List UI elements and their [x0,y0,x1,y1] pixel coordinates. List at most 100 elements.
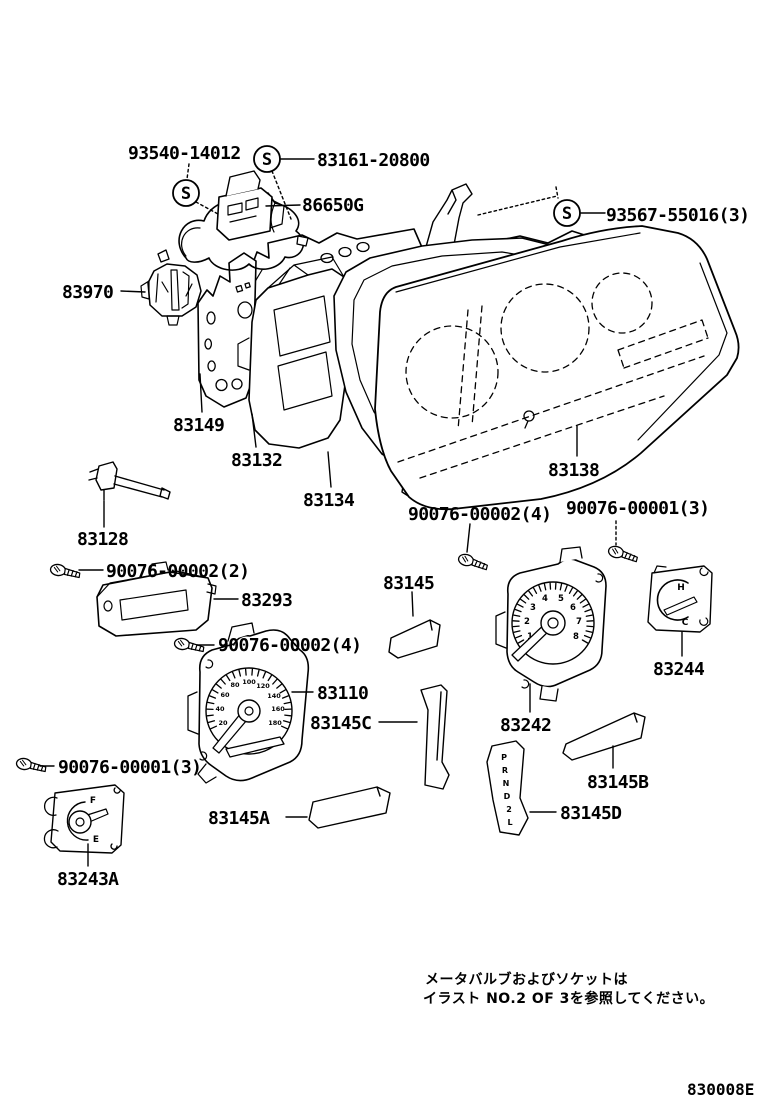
tach-number: 6 [570,603,576,613]
speedo-number: 120 [256,682,270,690]
part-label-90076-00001-3-top: 90076-00001(3) [566,498,709,519]
part-label-93567-55016: 93567-55016(3) [606,205,749,226]
lens-83145a-drawing [308,786,391,829]
part-label-83145C: 83145C [310,713,371,734]
fuel-arc [66,801,89,841]
mounting-post [423,183,473,255]
wire-harness-drawing [157,170,309,271]
part-label-83243A: 83243A [57,869,119,890]
speedo-hub-center [244,706,254,716]
harness-connector-slots [227,197,285,229]
plate-83149-holes [204,282,253,392]
part-label-83145A: 83145A [208,808,270,829]
part-label-83293: 83293 [241,590,292,611]
part-label-83145D: 83145D [560,803,622,824]
tach-hub-center [547,617,559,629]
housing-83293-drawing [96,561,217,637]
case-83132-outline [248,268,349,449]
shift-letter: D [504,792,511,801]
tach-tabs [495,546,583,702]
temp-corner-details [653,565,709,626]
fuel-gauge-drawing: F E [43,784,125,854]
screw-shaft [187,641,205,653]
harness-terminals [157,235,309,263]
shift-letter: 2 [506,805,512,814]
reference-note-line1: メータバルブおよびソケットは [425,971,628,988]
reference-note-line2: イラスト NO.2 OF 3を参照してください。 [423,990,714,1007]
sensor-83970-body [147,263,202,317]
tachometer-drawing: 1 2 3 4 5 6 7 8 [495,546,607,702]
fuel-full-label: F [90,796,96,806]
tach-number: 4 [542,594,548,604]
speedo-odometer-window [225,736,285,758]
speedo-number: 40 [215,705,225,713]
screw-slot [462,555,469,563]
s-circle [253,145,281,173]
s-letter: S [562,204,572,224]
temp-high-label: H [677,583,685,593]
screw-icon [173,637,205,653]
fuel-empty-label: E [93,835,99,845]
plate-83149-outline [197,252,257,408]
case-83132-windows [237,295,333,411]
part-label-83132: 83132 [231,450,282,471]
screw-shaft [63,567,81,579]
screw-icon [607,545,638,563]
screw-shaft [621,550,638,563]
part-label-83161-20800: 83161-20800 [317,150,430,171]
part-label-83110: 83110 [317,683,368,704]
tach-number: 1 [527,632,533,642]
screw-head [49,563,67,577]
speedo-number: 140 [267,692,281,700]
speedo-corner-holes [199,659,214,761]
speedo-number: 60 [220,691,230,699]
screw-symbol-badge: S [172,179,200,207]
speedo-number: 160 [271,705,285,713]
screw-slot [177,639,185,647]
part-label-83134: 83134 [303,490,355,511]
lens-mounting-hole [523,410,535,429]
speedo-tabs [187,622,255,784]
temp-low-label: C [682,618,689,628]
lens-83145d-drawing: P R N D 2 L [486,740,529,836]
screw-symbol-badge: S [553,199,581,227]
cluster-assembly-drawing [197,183,740,511]
tach-number: 5 [558,594,564,604]
harness-connector-body [216,187,273,241]
sensor-83970-drawing [140,263,202,326]
knob-83128-drawing [88,461,171,501]
speedo-number: 180 [268,719,282,727]
screw-slot [612,547,619,555]
lens-hidden-gauge-circle [591,272,653,334]
part-label-83138: 83138 [548,460,599,481]
screw-shaft [29,761,47,773]
screw-symbol-badge: S [253,145,281,173]
temp-needle [663,596,698,616]
part-label-86650G: 86650G [302,195,363,216]
lens-hidden-edges [397,305,709,479]
part-label-90076-00002-4-mid: 90076-00002(4) [218,635,361,656]
part-label-83128: 83128 [77,529,128,550]
part-label-83145: 83145 [383,573,434,594]
leader-lines-dashed [186,163,617,546]
screw-head [173,637,191,651]
speedo-number: 80 [230,681,240,689]
tach-corner-holes [521,573,604,689]
lens-hidden-tach-circle [500,283,590,373]
speedometer-drawing: 20 40 60 80 100 120 140 160 180 [187,622,310,784]
shift-letter: P [501,753,507,762]
harness-connector-top [225,170,261,197]
shift-letter: R [502,766,508,775]
tach-ticks [512,582,594,644]
temp-gauge-drawing: H C [647,565,713,633]
s-letter: S [262,150,272,170]
part-label-83145B: 83145B [587,772,649,793]
lens-hidden-speedo-circle [405,325,499,419]
part-label-93540-14012: 93540-14012 [128,143,241,164]
leader-lines [39,158,683,867]
shift-letter: N [503,779,510,788]
lens-83138-bevel-lines [395,232,728,441]
lens-83145d-body [486,740,529,836]
part-label-83970: 83970 [62,282,113,303]
